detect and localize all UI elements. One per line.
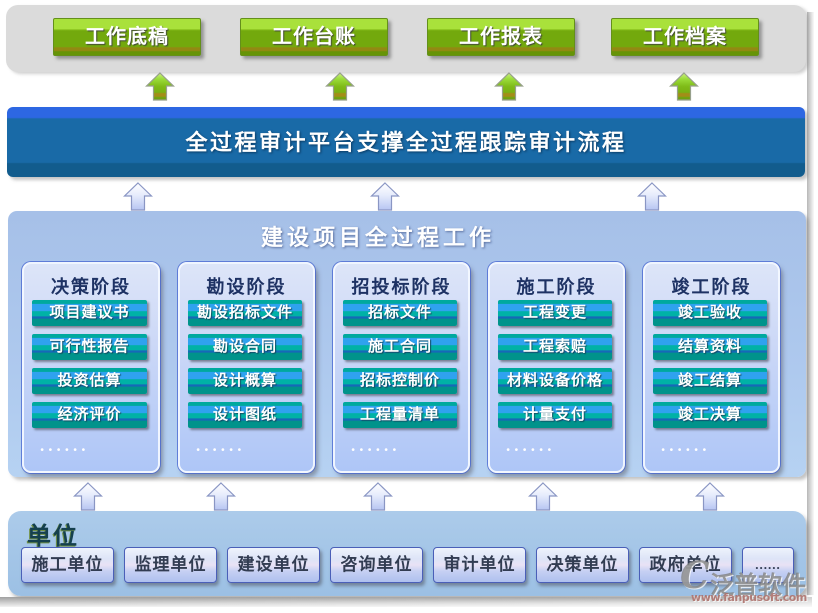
stage-item[interactable]: 招标文件 (343, 300, 457, 326)
stage-item[interactable]: 勘设招标文件 (188, 300, 302, 326)
unit-button-government[interactable]: 政府单位 (639, 547, 732, 583)
stage-header: 决策阶段 (51, 277, 131, 297)
process-panel: 建设项目全过程工作 决策阶段 项目建议书 可行性报告 投资估算 经济评价 ...… (8, 211, 806, 477)
blue-up-arrow-icon (637, 182, 667, 211)
stage-ellipsis: ...... (196, 436, 246, 455)
stage-item[interactable]: 结算资料 (653, 334, 767, 360)
blue-up-arrow-icon (363, 482, 393, 511)
platform-banner: 全过程审计平台支撑全过程跟踪审计流程 (7, 107, 805, 177)
unit-button-owner[interactable]: 建设单位 (227, 547, 320, 583)
green-up-arrow-icon (494, 72, 524, 101)
unit-button-audit[interactable]: 审计单位 (433, 547, 526, 583)
stage-column-completion: 竣工阶段 竣工验收 结算资料 竣工结算 竣工决算 ...... (643, 262, 780, 473)
stage-ellipsis: ...... (40, 436, 90, 455)
stage-header: 竣工阶段 (671, 277, 752, 297)
module-button-working-papers[interactable]: 工作底稿 (53, 18, 201, 56)
unit-button-supervision[interactable]: 监理单位 (124, 547, 217, 583)
stage-header: 勘设阶段 (206, 277, 287, 297)
stage-column-construction: 施工阶段 工程变更 工程索赔 材料设备价格 计量支付 ...... (488, 262, 625, 473)
blue-up-arrow-icon (695, 482, 725, 511)
process-panel-title: 建设项目全过程工作 (260, 225, 495, 250)
stage-item[interactable]: 设计图纸 (188, 402, 302, 428)
unit-button-more[interactable]: ...... (742, 547, 794, 583)
stage-item[interactable]: 材料设备价格 (498, 368, 612, 394)
stage-item[interactable]: 施工合同 (343, 334, 457, 360)
blue-up-arrow-icon (528, 482, 558, 511)
stage-item[interactable]: 竣工结算 (653, 368, 767, 394)
stage-item[interactable]: 投资估算 (32, 368, 147, 394)
stage-item[interactable]: 招标控制价 (343, 368, 457, 394)
blue-up-arrow-icon (73, 482, 103, 511)
stage-item[interactable]: 勘设合同 (188, 334, 302, 360)
stage-ellipsis: ...... (351, 436, 401, 455)
unit-button-decision[interactable]: 决策单位 (536, 547, 629, 583)
blue-up-arrow-icon (370, 182, 400, 211)
stage-item[interactable]: 可行性报告 (32, 334, 147, 360)
stage-item[interactable]: 项目建议书 (32, 300, 147, 326)
stage-item[interactable]: 经济评价 (32, 402, 147, 428)
stage-item[interactable]: 工程变更 (498, 300, 612, 326)
stage-header: 招投标阶段 (351, 277, 452, 297)
green-up-arrow-icon (145, 72, 175, 101)
units-title: 单位 (27, 524, 79, 550)
stage-ellipsis: ...... (661, 436, 711, 455)
stage-header: 施工阶段 (516, 277, 597, 297)
module-button-work-archives[interactable]: 工作档案 (611, 18, 759, 56)
stage-item[interactable]: 工程量清单 (343, 402, 457, 428)
unit-button-construction[interactable]: 施工单位 (21, 547, 114, 583)
module-button-work-reports[interactable]: 工作报表 (427, 18, 575, 56)
stage-column-survey-design: 勘设阶段 勘设招标文件 勘设合同 设计概算 设计图纸 ...... (178, 262, 315, 473)
page-shadow-bottom (0, 597, 812, 607)
green-up-arrow-icon (325, 72, 355, 101)
stage-column-decision: 决策阶段 项目建议书 可行性报告 投资估算 经济评价 ...... (22, 262, 160, 473)
work-modules-strip: 工作底稿 工作台账 工作报表 工作档案 (6, 5, 806, 72)
stage-item[interactable]: 竣工决算 (653, 402, 767, 428)
page-shadow-right (807, 12, 814, 595)
stage-item[interactable]: 竣工验收 (653, 300, 767, 326)
stage-item[interactable]: 设计概算 (188, 368, 302, 394)
green-up-arrow-icon (669, 72, 699, 101)
stage-ellipsis: ...... (506, 436, 556, 455)
module-button-work-ledger[interactable]: 工作台账 (240, 18, 388, 56)
unit-button-consulting[interactable]: 咨询单位 (330, 547, 423, 583)
blue-up-arrow-icon (123, 182, 153, 211)
blue-up-arrow-icon (206, 482, 236, 511)
stage-item[interactable]: 计量支付 (498, 402, 612, 428)
units-bar: 单位 施工单位 监理单位 建设单位 咨询单位 审计单位 决策单位 政府单位 ..… (8, 511, 806, 596)
stage-column-bidding: 招投标阶段 招标文件 施工合同 招标控制价 工程量清单 ...... (333, 262, 470, 473)
stage-item[interactable]: 工程索赔 (498, 334, 612, 360)
